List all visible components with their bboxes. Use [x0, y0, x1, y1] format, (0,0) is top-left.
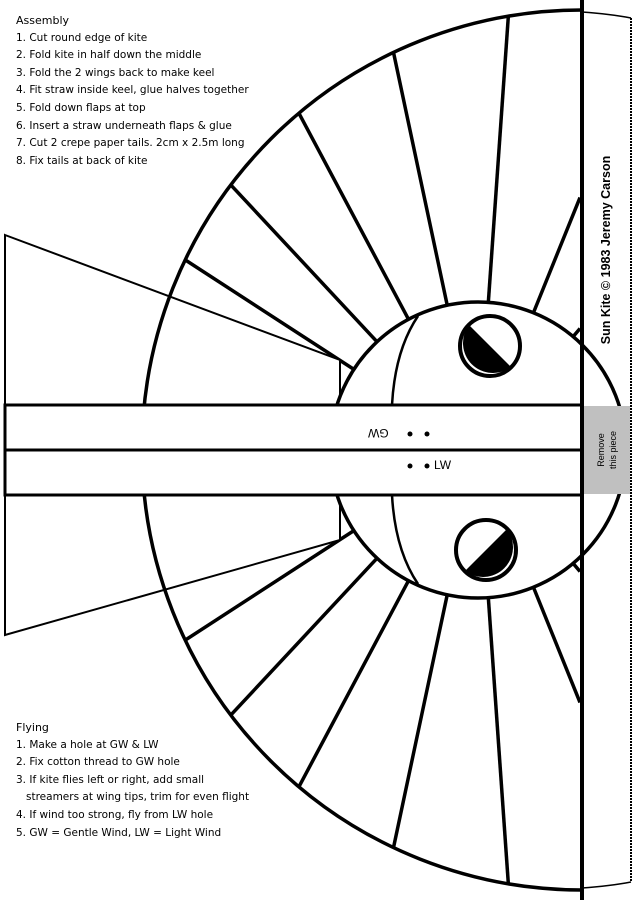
- sun-ray: [486, 597, 511, 884]
- credit-text: Sun Kite © 1983 Jeremy Carson: [599, 155, 613, 345]
- remove-tab-fill: [584, 406, 630, 494]
- sun-ray: [297, 112, 411, 321]
- sun-ray: [229, 557, 379, 717]
- flying-step: 1. Make a hole at GW & LW: [16, 738, 159, 751]
- flying-step: streamers at wing tips, trim for even fl…: [26, 791, 250, 804]
- sun-ray: [531, 586, 582, 704]
- remove-line1: Remove: [596, 433, 606, 467]
- sun-rays: [157, 16, 605, 884]
- assembly-step: 6. Insert a straw underneath flaps & glu…: [16, 119, 232, 132]
- face-curve-top: [390, 315, 420, 406]
- sun-ray: [571, 562, 582, 573]
- assembly-step: 3. Fold the 2 wings back to make keel: [16, 66, 215, 79]
- hole-gw-2: [424, 431, 430, 437]
- eye-bottom: [454, 518, 518, 582]
- assembly-step: 4. Fit straw inside keel, glue halves to…: [16, 84, 249, 97]
- flying-title: Flying: [16, 721, 49, 734]
- assembly-step: 8. Fix tails at back of kite: [16, 154, 148, 167]
- flying-step: 5. GW = Gentle Wind, LW = Light Wind: [16, 826, 222, 839]
- sun-ray: [531, 196, 582, 314]
- lw-label: LW: [434, 458, 452, 472]
- assembly-step: 7. Cut 2 crepe paper tails. 2cm x 2.5m l…: [16, 137, 245, 150]
- sun-ray: [391, 52, 449, 306]
- assembly-instructions: Assembly 1. Cut round edge of kite 2. Fo…: [16, 12, 249, 170]
- assembly-step: 5. Fold down flaps at top: [16, 101, 146, 114]
- sun-ray: [184, 529, 355, 642]
- assembly-title: Assembly: [16, 14, 70, 27]
- flap-bottom-edge: [581, 881, 632, 889]
- hole-gw-1: [407, 431, 413, 437]
- flying-step: 2. Fix cotton thread to GW hole: [16, 756, 180, 769]
- gw-label: GW: [368, 426, 389, 440]
- flying-step: 4. If wind too strong, fly from LW hole: [16, 808, 214, 821]
- remove-tab: Remove this piece: [584, 406, 630, 494]
- sun-ray: [229, 183, 379, 343]
- flying-instructions: Flying 1. Make a hole at GW & LW 2. Fix …: [16, 719, 249, 842]
- sun-ray: [184, 258, 355, 371]
- sun-ray: [571, 327, 582, 338]
- hole-lw-2: [424, 463, 430, 469]
- face-curve-bottom: [390, 494, 420, 585]
- remove-line2: this piece: [608, 430, 618, 470]
- flap-top-edge: [581, 11, 632, 19]
- flying-step: 3. If kite flies left or right, add smal…: [16, 773, 205, 786]
- hole-lw-1: [407, 463, 413, 469]
- assembly-step: 2. Fold kite in half down the middle: [16, 49, 202, 62]
- sun-ray: [391, 594, 449, 848]
- sun-ray: [486, 16, 511, 303]
- sun-ray: [297, 579, 411, 788]
- assembly-step: 1. Cut round edge of kite: [16, 31, 148, 44]
- eye-top: [458, 314, 522, 378]
